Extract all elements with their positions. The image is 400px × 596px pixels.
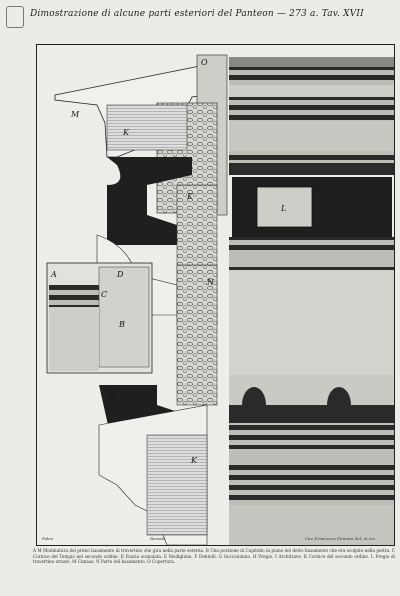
architectural-drawing: O M K K L A B C D N G K [46,54,394,545]
letter-m-top: M [70,110,80,119]
letter-d: D [116,270,124,279]
collection-stamp [6,6,24,28]
plate-title: Dimostrazione di alcune parti esteriori … [30,9,364,19]
letter-n: N [206,278,215,287]
letter-g: G [109,388,116,397]
lower-elevation [229,270,394,545]
plate-letters: O M K K L A B C D N G K [50,58,286,465]
scale-label-left: Palmi [42,536,54,541]
letter-a: A [50,270,57,279]
scale-label-right: Romani [150,536,166,541]
letter-k-top: K [122,128,130,137]
engraving-plate: O M K K L A B C D N G K [36,44,395,546]
lower-cornice-profile [98,264,218,545]
upper-elevation [229,57,394,275]
capital-detail-panel [46,262,153,374]
letter-c: C [101,290,107,299]
letter-b: B [118,320,125,329]
engraver-signature: Cav. Francesco Piranesi del. et inc. [305,536,377,541]
letter-l: L [280,204,286,213]
letter-o-top: O [201,58,208,67]
plate-caption: A M Modinatura del primo basamento di tr… [33,548,395,565]
letter-k-mid: K [186,192,194,201]
letter-k-low: K [190,456,198,465]
